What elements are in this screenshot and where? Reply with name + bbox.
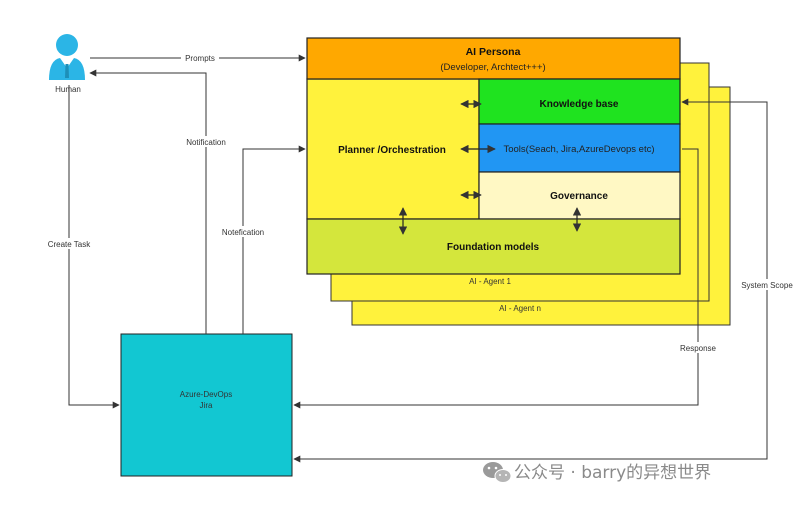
persona-box (306, 37, 681, 80)
notefication-arrow (242, 145, 306, 334)
prompts-label: Prompts (185, 54, 215, 63)
knowledge-base-label: Knowledge base (540, 99, 619, 110)
foundation-models-label: Foundation models (447, 242, 540, 253)
devops-label-line1: Azure-DevOps (180, 390, 232, 399)
notefication-label: Notefication (222, 228, 264, 237)
azure-devops-box (120, 333, 293, 477)
agent-n-label: AI - Agent n (499, 304, 541, 313)
create-task-arrow (68, 85, 120, 409)
persona-subtitle: (Developer, Archtect+++) (440, 62, 545, 73)
persona-title: AI Persona (466, 46, 521, 58)
devops-label-line2: Jira (200, 401, 213, 410)
watermark-text: 公众号 · barry的异想世界 (514, 463, 711, 483)
wechat-icon (483, 462, 512, 483)
notification-label: Notification (186, 138, 226, 147)
create-task-label: Create Task (48, 240, 92, 249)
human-label: Human (55, 85, 81, 94)
notification-arrow (89, 69, 207, 334)
system-scope-label: System Scope (741, 281, 793, 290)
governance-label: Governance (550, 191, 608, 202)
agent-1-label: AI - Agent 1 (469, 277, 511, 286)
human-icon (49, 34, 85, 80)
response-label: Response (680, 344, 717, 353)
tools-label: Tools(Seach, Jira,AzureDevops etc) (503, 144, 654, 155)
planner-label: Planner /Orchestration (338, 145, 446, 156)
